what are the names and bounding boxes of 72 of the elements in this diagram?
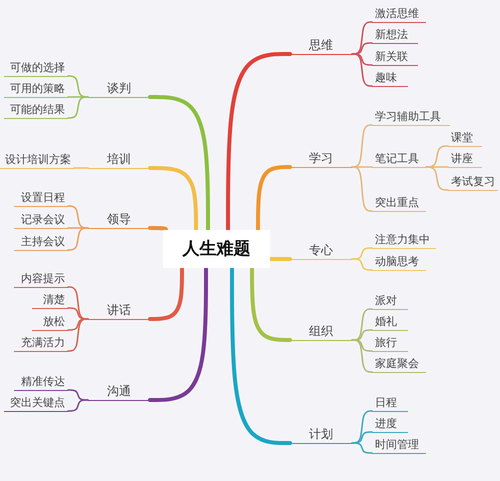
subtopic-label: 突出关键点	[4, 395, 68, 412]
subtopic-label: 笔记工具	[372, 151, 426, 168]
subtopic-label: 清楚	[32, 292, 68, 309]
subtopic-label: 记录会议	[14, 212, 68, 229]
subtopic-label: 突出重点	[372, 195, 426, 212]
branch-topic-label: 领导	[88, 212, 150, 229]
subtopic-label: 旅行	[372, 335, 408, 352]
branch-line	[351, 247, 373, 260]
branch-line	[351, 166, 373, 212]
subtopic-label: 激活思维	[372, 6, 426, 23]
subtopic-label: 日程	[372, 395, 408, 412]
branch-line	[351, 53, 373, 87]
subtopic-label: 注意力集中	[372, 232, 436, 249]
branch-topic-label: 学习	[290, 151, 352, 168]
subtopic-label: 新关联	[372, 49, 418, 66]
subtopic-label: 婚礼	[372, 314, 408, 331]
branch-topic-label: 专心	[290, 243, 352, 260]
branch-line	[425, 145, 449, 168]
branch-line	[148, 266, 184, 321]
branch-line	[351, 431, 373, 444]
branch-topic-label: 思维	[290, 38, 352, 55]
subtopic-label: 设计培训方案	[0, 152, 74, 169]
subtopic-label: 学习辅助工具	[372, 109, 450, 126]
subtopic-label: 放松	[32, 314, 68, 331]
branch-topic-label: 沟通	[88, 384, 150, 401]
branch-line	[250, 266, 292, 342]
branch-line	[67, 399, 89, 412]
branch-line	[67, 307, 89, 320]
branch-topic-label: 组织	[290, 324, 352, 341]
branch-line	[148, 226, 168, 232]
branch-line	[67, 389, 89, 401]
branch-line	[73, 167, 89, 169]
branch-topic-label: 计划	[290, 427, 352, 444]
subtopic-label: 动脑思考	[372, 254, 426, 271]
branch-line	[256, 165, 292, 232]
subtopic-label: 课堂	[448, 130, 482, 147]
branch-topic-label: 谈判	[88, 81, 150, 98]
branch-line	[351, 42, 373, 55]
branch-line	[148, 95, 210, 232]
branch-line	[226, 52, 292, 232]
branch-line	[148, 266, 208, 402]
branch-line	[351, 339, 373, 373]
branch-topic-label: 讲话	[88, 303, 150, 320]
branch-line	[351, 329, 373, 341]
subtopic-label: 设置日程	[14, 190, 68, 207]
branch-line	[268, 257, 292, 261]
branch-line	[148, 166, 198, 232]
branch-topic-label: 培训	[88, 152, 150, 169]
subtopic-label: 可做的选择	[4, 60, 68, 77]
branch-line	[67, 96, 89, 119]
subtopic-label: 进度	[372, 416, 408, 433]
subtopic-label: 主持会议	[14, 234, 68, 251]
subtopic-label: 新想法	[372, 27, 418, 44]
subtopic-label: 充满活力	[14, 335, 68, 352]
branch-line	[351, 258, 373, 271]
subtopic-label: 趣味	[372, 70, 408, 87]
subtopic-label: 时间管理	[372, 437, 426, 454]
subtopic-label: 考试复习	[448, 174, 498, 191]
subtopic-label: 内容提示	[14, 271, 68, 288]
central-topic-box: 人生难题	[163, 230, 270, 268]
subtopic-label: 可能的结果	[4, 102, 68, 119]
subtopic-label: 精准传达	[14, 374, 68, 391]
branch-line	[230, 266, 292, 445]
branch-line	[67, 75, 89, 98]
subtopic-label: 家庭聚会	[372, 356, 426, 373]
subtopic-label: 派对	[372, 293, 408, 310]
branch-line	[67, 227, 89, 251]
branch-line	[351, 442, 373, 454]
branch-line	[67, 205, 89, 229]
branch-line	[67, 318, 89, 352]
subtopic-label: 讲座	[448, 151, 482, 168]
subtopic-label: 可用的策略	[4, 81, 68, 98]
